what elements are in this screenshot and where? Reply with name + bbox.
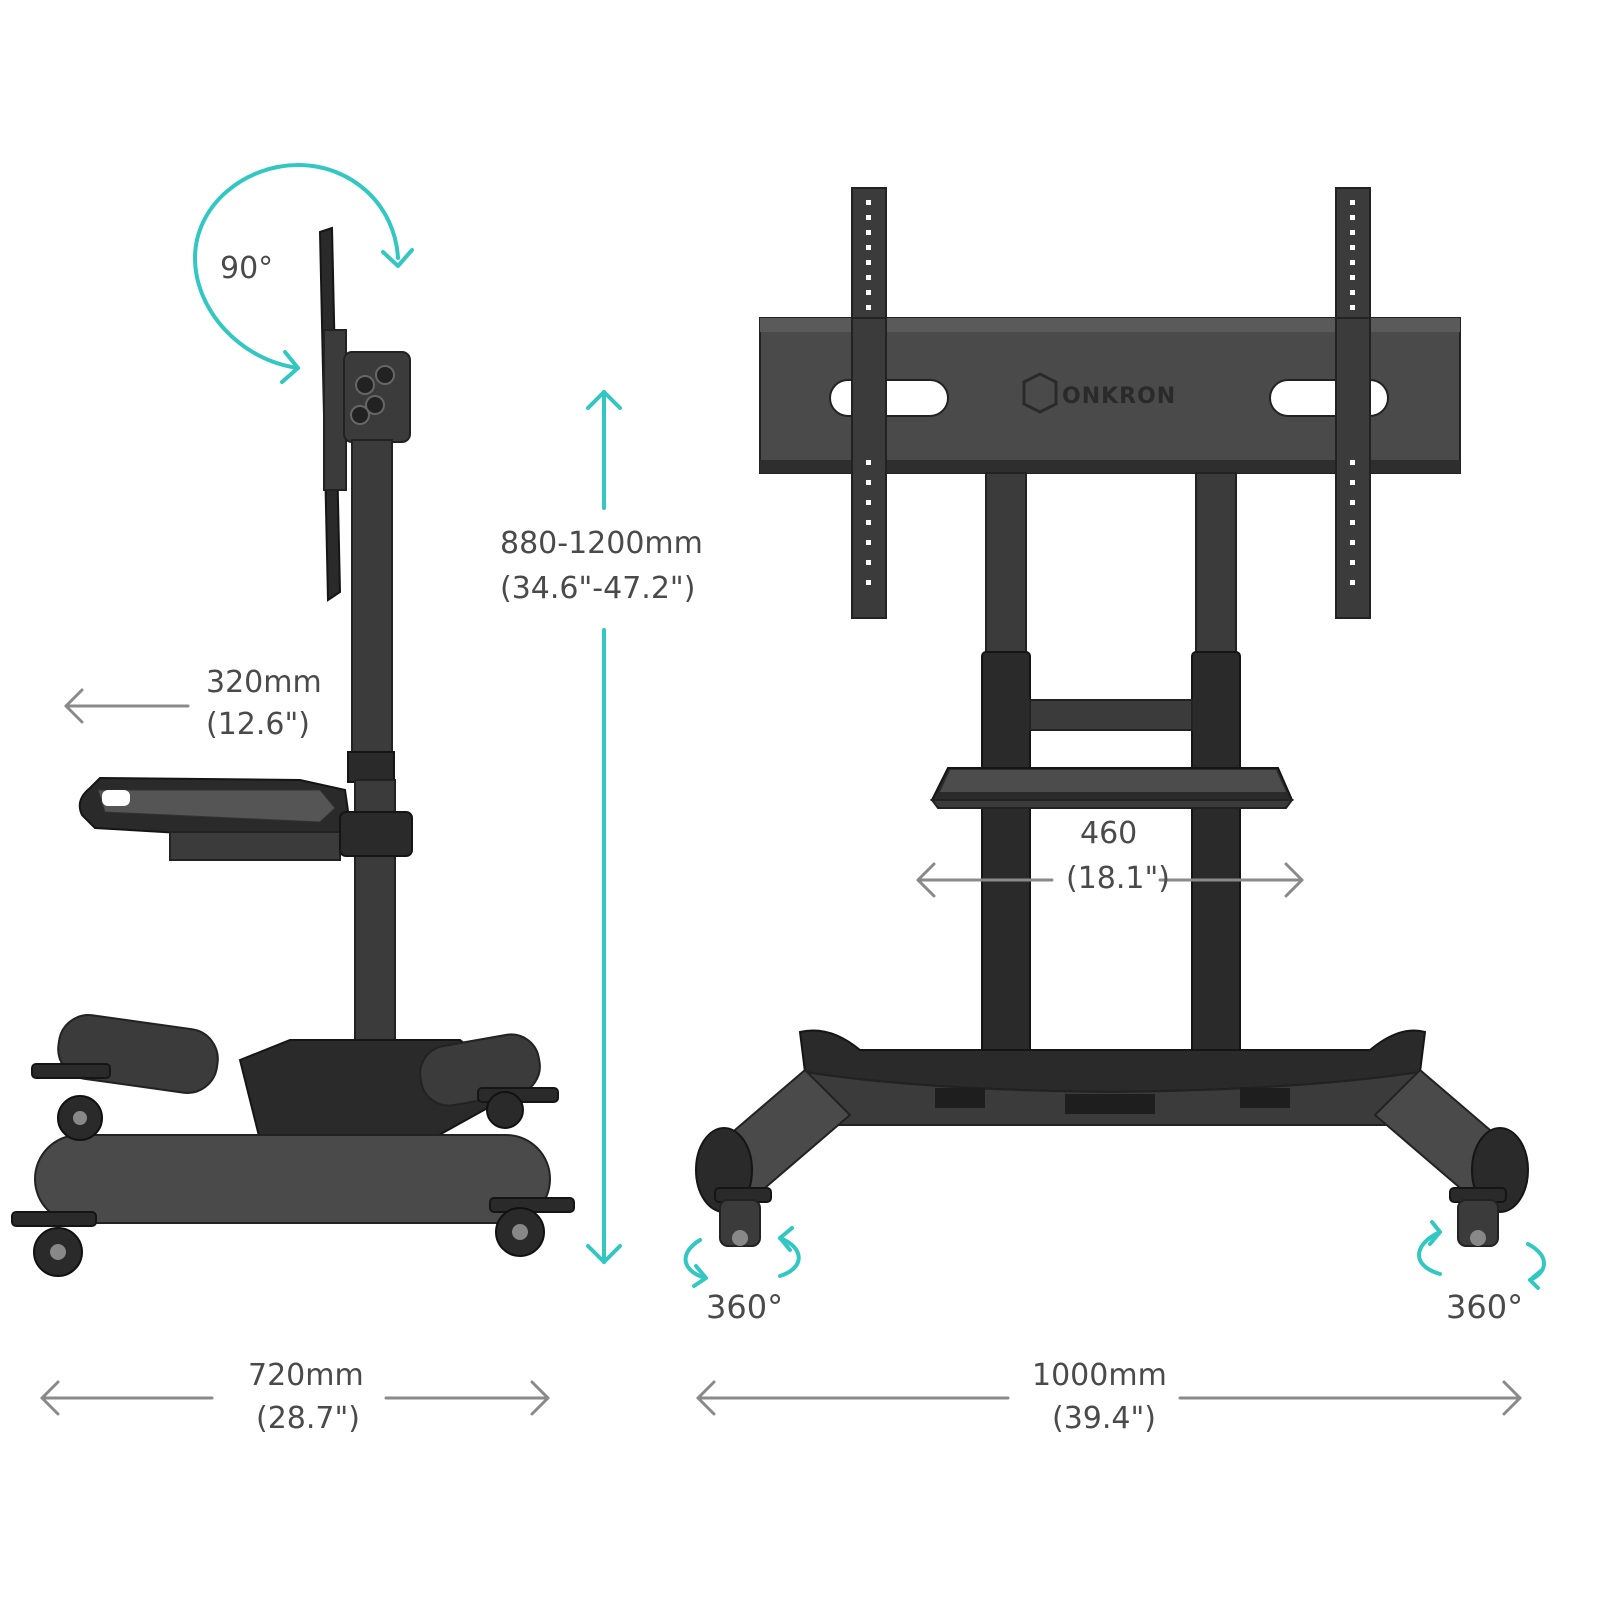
caster-left-rotation-label: 360° [706,1288,783,1326]
caster-rotation-arrow-left [683,1226,801,1288]
side-view-stand [11,226,575,1277]
side-caster-fl [11,1211,97,1277]
side-mount-plate [323,329,347,491]
onkron-logo: ONKRON [1022,372,1176,414]
side-front-leg [34,1134,551,1224]
caster-right-rotation-label: 360° [1446,1288,1523,1326]
front-cross-bar [1029,699,1193,731]
front-right-lower-column [1191,651,1241,1065]
side-caster-rr [477,1087,559,1129]
shelf-width-in-label: (18.1") [1066,861,1170,896]
front-caster-right [1449,1187,1507,1247]
base-width-mm-label: 1000mm [1032,1358,1167,1393]
base-depth-mm-label: 720mm [248,1358,364,1393]
side-shelf-arm [169,831,341,861]
shelf-depth-in-label: (12.6") [206,707,310,742]
side-caster-rl [31,1063,111,1141]
front-right-upper-column [1195,472,1237,654]
shelf-width-mm-label: 460 [1080,816,1137,851]
shelf-width-arrow [916,862,1304,898]
shelf-depth-mm-label: 320mm [206,665,322,700]
brand-logo-text: ONKRON [1062,384,1176,409]
height-arrow [586,390,622,1264]
side-caster-fr [489,1197,575,1257]
front-view-stand: ONKRON [695,187,1529,1247]
front-plate-slot-left [829,379,949,417]
tilt-rotation-arrow [193,163,414,384]
side-shelf-clamp [339,811,413,857]
front-left-upper-column [985,472,1027,654]
front-caster-left [714,1187,772,1247]
height-range-mm-label: 880-1200mm [500,526,703,561]
base-depth-in-label: (28.7") [256,1401,360,1436]
base-width-arrow [696,1380,1522,1416]
base-width-in-label: (39.4") [1052,1401,1156,1436]
height-range-in-label: (34.6"-47.2") [500,571,695,606]
base-depth-arrow [40,1380,550,1416]
side-upper-column [351,439,393,761]
shelf-depth-arrow [64,688,190,724]
caster-rotation-arrow-right [1417,1220,1546,1290]
side-column-joint [347,751,395,783]
front-left-lower-column [981,651,1031,1065]
tilt-angle-label: 90° [220,251,273,286]
side-rear-leg [57,1014,219,1094]
